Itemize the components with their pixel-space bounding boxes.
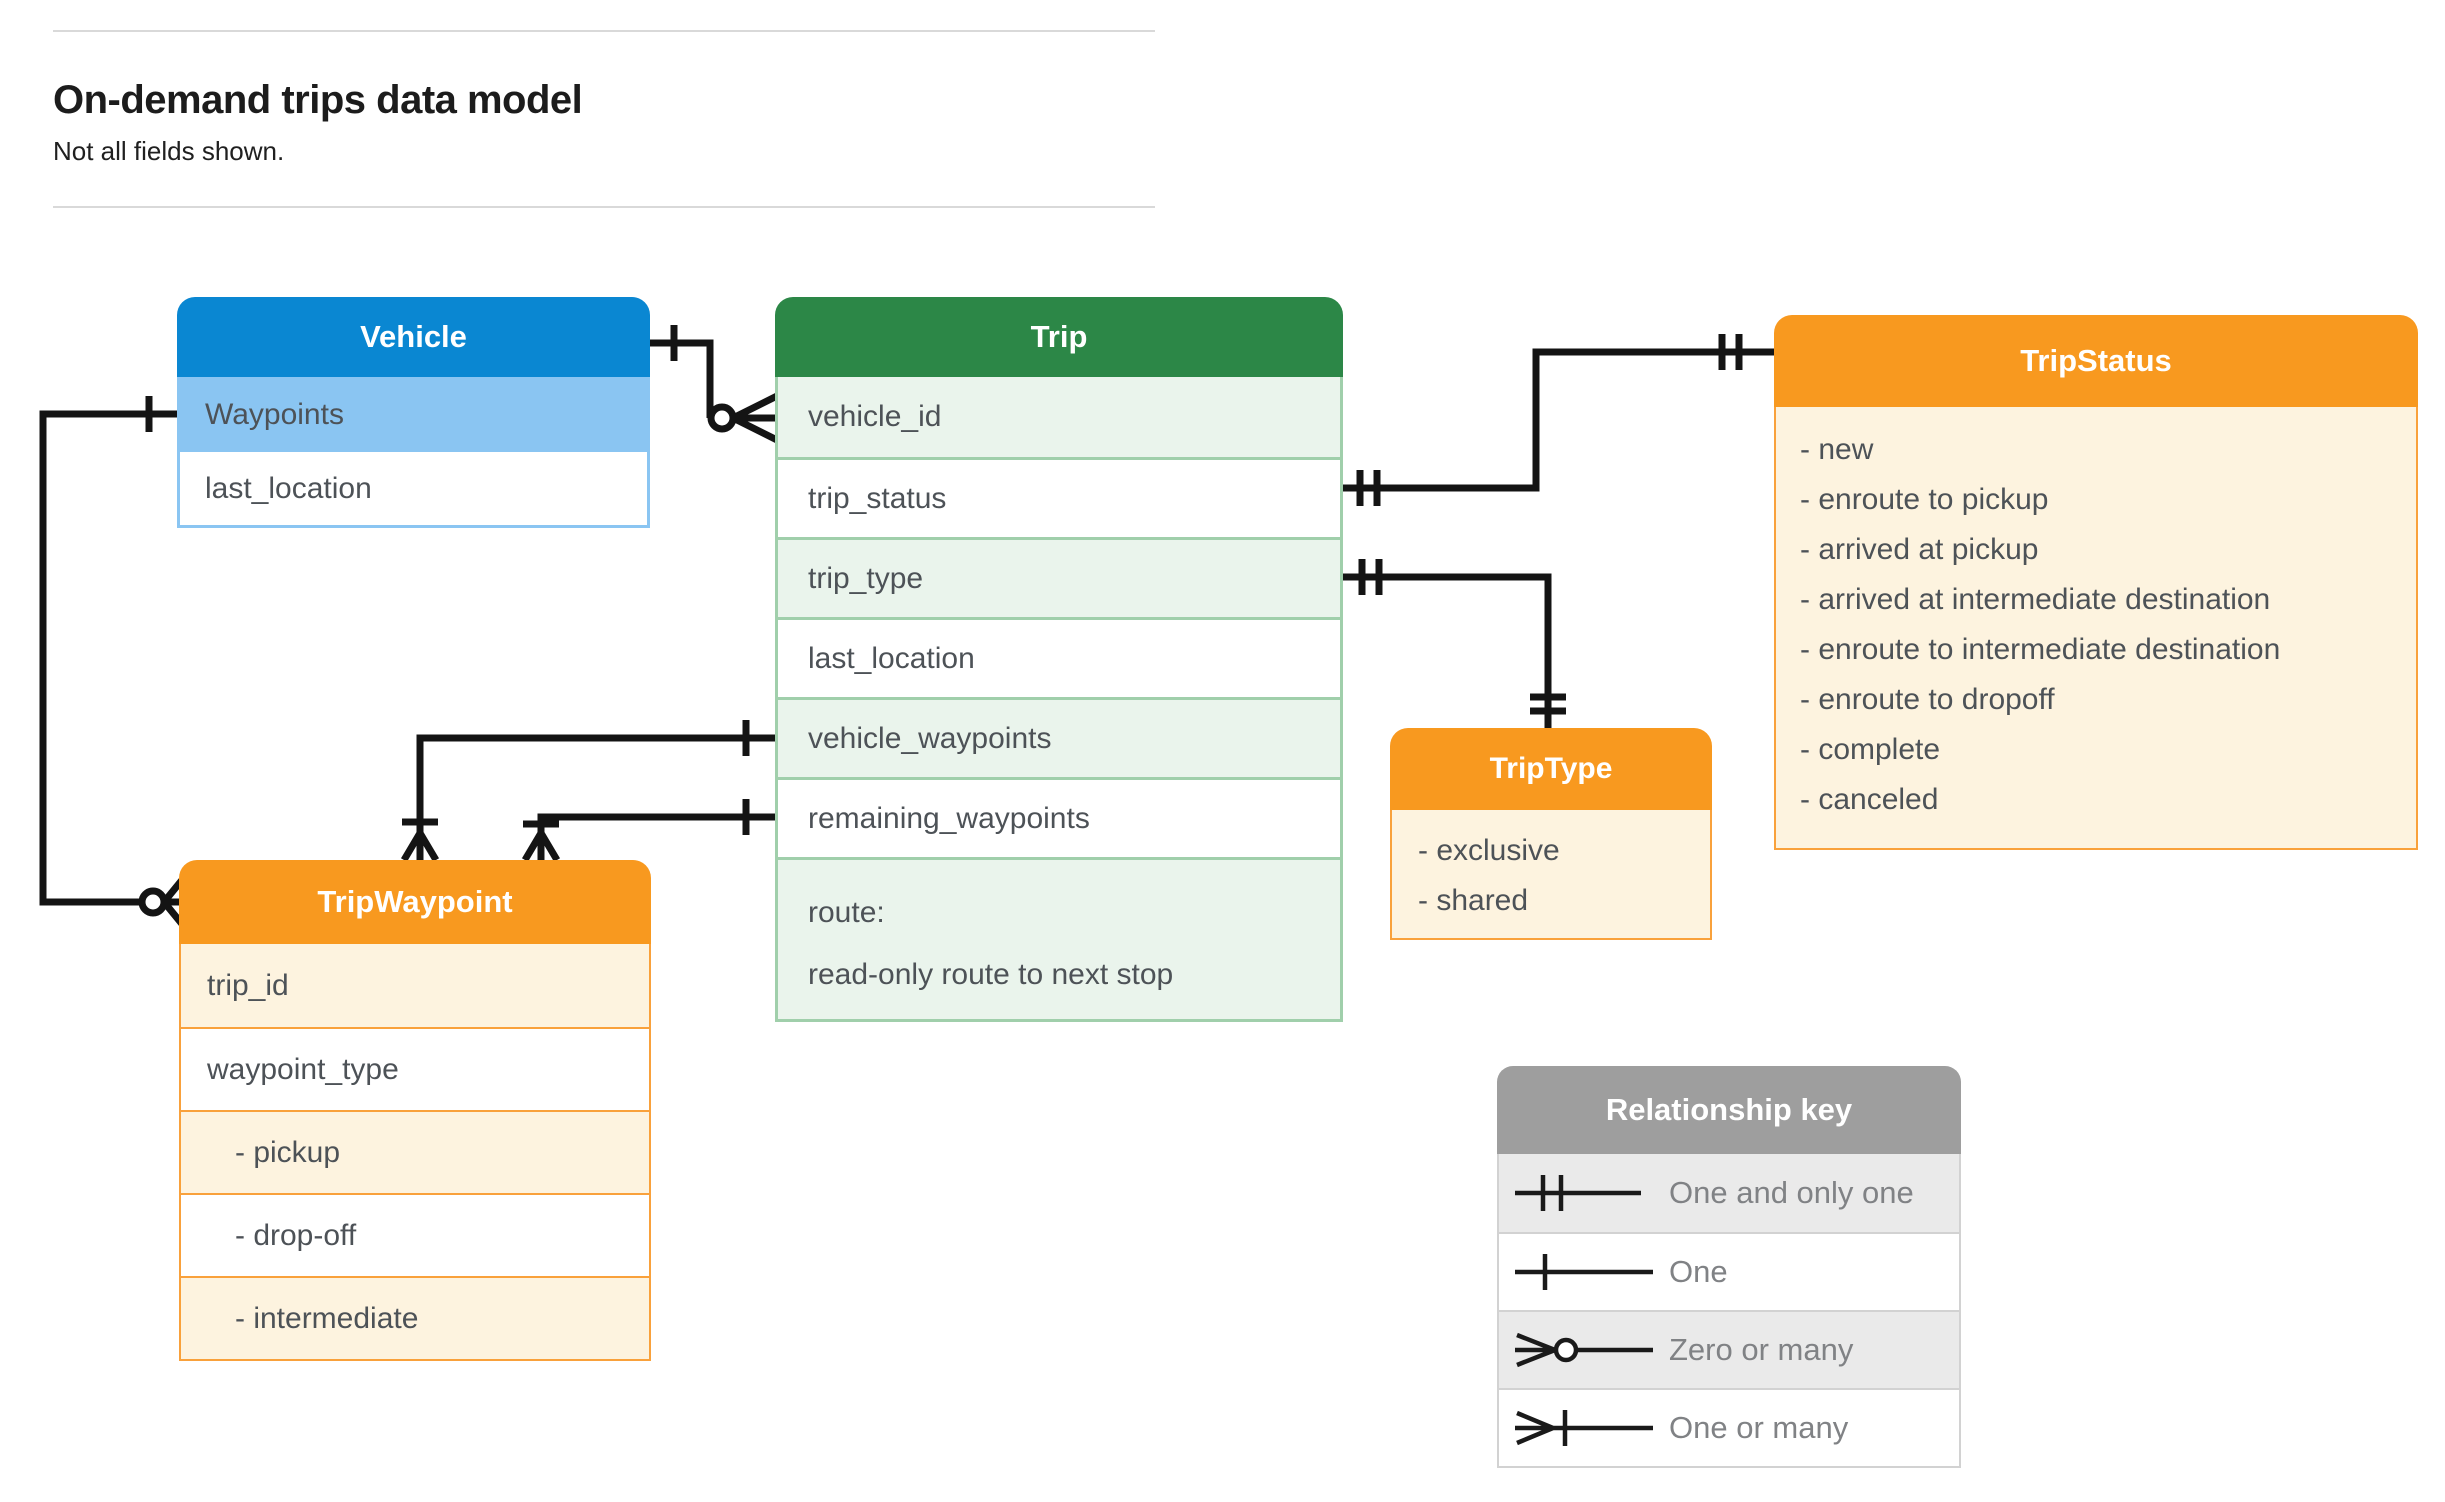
- zero-circle-icon: [707, 403, 737, 433]
- legend-row-one-or-many: One or many: [1499, 1388, 1959, 1466]
- zero-circle-icon: [138, 887, 168, 917]
- trip-field-route: route: read-only route to next stop: [778, 857, 1340, 1019]
- trip-entity: Trip vehicle_id trip_status trip_type la…: [775, 297, 1343, 1022]
- tripwaypoint-field-trip-id: trip_id: [181, 944, 649, 1027]
- legend-label: One: [1669, 1254, 1728, 1289]
- trip-field-route-description: read-only route to next stop: [808, 958, 1174, 991]
- vehicle-entity: Vehicle Waypoints last_location: [177, 297, 650, 528]
- connector-trip-tripwaypoint-vehicle-waypoints: [400, 720, 775, 862]
- trip-field-remaining-waypoints: remaining_waypoints: [778, 777, 1340, 857]
- triptype-value-exclusive: - exclusive: [1418, 834, 1560, 867]
- one-and-only-one-ticks-icon: [1358, 559, 1383, 595]
- tripwaypoint-entity-title: TripWaypoint: [179, 860, 651, 944]
- one-icon: [1515, 1254, 1653, 1290]
- tripstatus-value-canceled: - canceled: [1800, 783, 1939, 816]
- connector-trip-tripwaypoint-remaining-waypoints: [521, 799, 775, 862]
- tripwaypoint-value-drop-off: - drop-off: [181, 1193, 649, 1276]
- tripwaypoint-field-waypoint-type: waypoint_type: [181, 1027, 649, 1110]
- triptype-entity-title: TripType: [1390, 728, 1712, 810]
- connector-vehicle-trip: [650, 325, 779, 444]
- tripwaypoint-entity: TripWaypoint trip_id waypoint_type - pic…: [179, 860, 651, 1361]
- trip-field-trip-type: trip_type: [778, 537, 1340, 617]
- tripstatus-entity: TripStatus - new - enroute to pickup - a…: [1774, 315, 2418, 850]
- legend-row-one: One: [1499, 1232, 1959, 1310]
- tripwaypoint-value-intermediate: - intermediate: [181, 1276, 649, 1359]
- legend-row-one-and-only-one: One and only one: [1499, 1154, 1959, 1232]
- tripstatus-value-enroute-to-intermediate-destination: - enroute to intermediate destination: [1800, 633, 2281, 666]
- triptype-entity: TripType - exclusive - shared: [1390, 728, 1712, 940]
- trip-field-trip-status: trip_status: [778, 457, 1340, 537]
- vehicle-entity-title: Vehicle: [177, 297, 650, 377]
- trip-field-route-label: route:: [808, 896, 885, 929]
- connector-vehicle-tripwaypoint: [39, 396, 185, 927]
- one-or-many-icon: [1515, 1410, 1653, 1446]
- vehicle-field-waypoints: Waypoints: [177, 377, 650, 452]
- tripstatus-value-enroute-to-pickup: - enroute to pickup: [1800, 483, 2049, 516]
- connector-trip-tripstatus: [1343, 334, 1774, 506]
- one-and-only-one-ticks-icon: [1530, 693, 1566, 715]
- trip-field-last-location: last_location: [778, 617, 1340, 697]
- crow-foot-icon: [400, 831, 440, 862]
- zero-or-many-icon: [1515, 1332, 1653, 1368]
- crow-foot-icon: [521, 831, 561, 862]
- trip-field-vehicle-id: vehicle_id: [778, 377, 1340, 457]
- top-divider: [53, 30, 1155, 32]
- one-and-only-one-ticks-icon: [1356, 470, 1381, 506]
- page-title: On-demand trips data model: [53, 78, 583, 122]
- connector-trip-triptype: [1343, 559, 1566, 728]
- tripstatus-value-new: - new: [1800, 433, 1874, 466]
- vehicle-field-last-location: last_location: [177, 452, 650, 528]
- tripstatus-value-arrived-at-intermediate-destination: - arrived at intermediate destination: [1800, 583, 2271, 616]
- relationship-key-title: Relationship key: [1497, 1066, 1961, 1154]
- legend-row-zero-or-many: Zero or many: [1499, 1310, 1959, 1388]
- page-subtitle: Not all fields shown.: [53, 136, 285, 166]
- trip-field-vehicle-waypoints: vehicle_waypoints: [778, 697, 1340, 777]
- title-divider: [53, 206, 1155, 208]
- legend-label: Zero or many: [1669, 1332, 1854, 1367]
- legend-label: One and only one: [1669, 1175, 1914, 1210]
- trip-entity-title: Trip: [775, 297, 1343, 377]
- tripstatus-value-complete: - complete: [1800, 733, 1941, 766]
- legend-label: One or many: [1669, 1410, 1849, 1445]
- triptype-value-shared: - shared: [1418, 884, 1529, 917]
- relationship-key: Relationship key One and only one One: [1497, 1066, 1961, 1468]
- one-and-only-one-icon: [1515, 1175, 1641, 1211]
- one-and-only-one-ticks-icon: [1718, 334, 1743, 370]
- tripwaypoint-value-pickup: - pickup: [181, 1110, 649, 1193]
- crow-foot-icon: [731, 392, 779, 444]
- tripstatus-value-enroute-to-dropoff: - enroute to dropoff: [1800, 683, 2055, 716]
- tripstatus-entity-title: TripStatus: [1774, 315, 2418, 407]
- tripstatus-value-arrived-at-pickup: - arrived at pickup: [1800, 533, 2039, 566]
